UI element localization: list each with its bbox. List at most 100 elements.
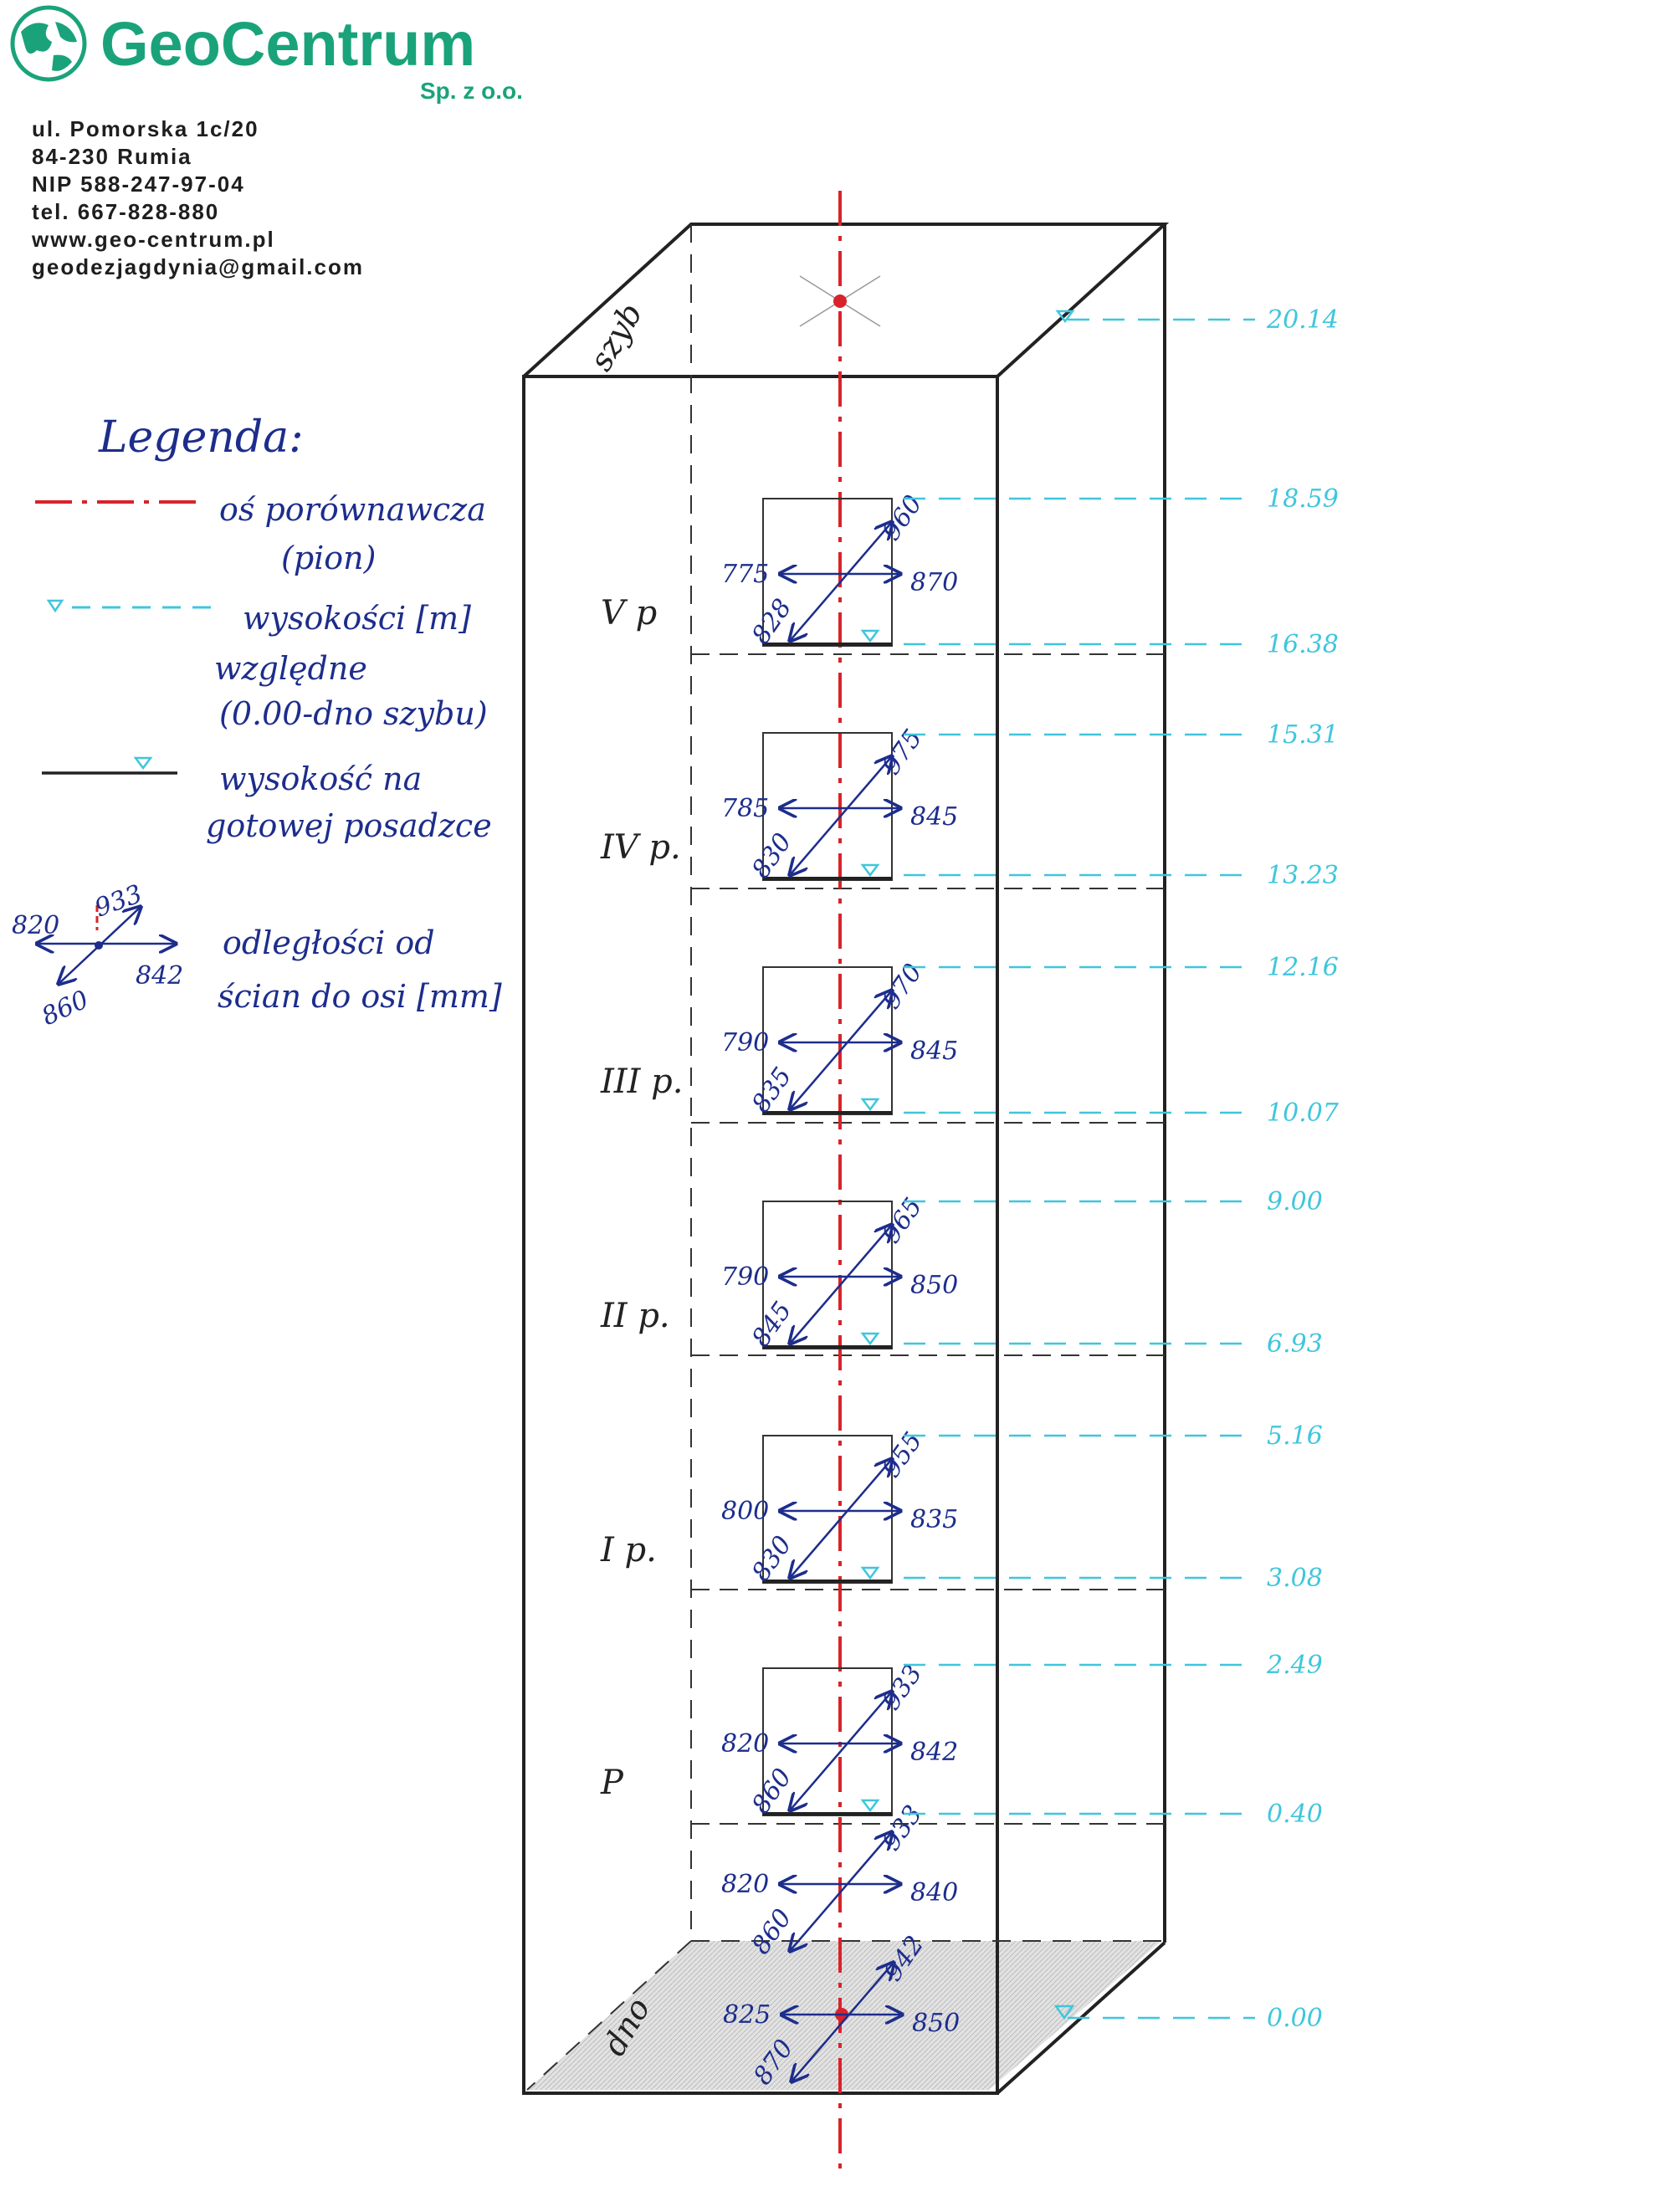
height-marker: 3.08 (904, 1564, 1323, 1593)
floor-5-left-distance: 775 (721, 560, 769, 589)
legend-dist-text-1: odległości od (223, 924, 435, 961)
height-value: 0.40 (1267, 1800, 1323, 1829)
pit-upper-left-distance: 820 (721, 1870, 769, 1899)
floor-4-down-distance: 830 (746, 828, 798, 884)
height-value: 0.00 (1267, 2004, 1323, 2033)
legend-sample-down: 860 (38, 985, 94, 1032)
floor-3-right-distance: 845 (910, 1037, 958, 1066)
height-marker: 13.23 (904, 861, 1339, 890)
floor-2-down-distance: 845 (746, 1297, 798, 1353)
height-value: 12.16 (1267, 953, 1339, 982)
height-marker: 9.00 (904, 1187, 1323, 1216)
floor-ground-diagonal-arrow (790, 1692, 892, 1810)
floor-4-floor-marker-icon (860, 863, 880, 878)
legend-floor-text-2: gotowej posadzce (206, 807, 492, 844)
shaft-top-edges (522, 223, 1170, 378)
legend-sample-right: 842 (136, 961, 183, 991)
address-email: geodezjagdynia@gmail.com (32, 254, 364, 279)
floor-4-diagonal-arrow (790, 756, 892, 875)
floor-4-right-distance: 845 (910, 802, 958, 832)
height-value: 20.14 (1266, 305, 1339, 335)
floor-ground-down-distance: 860 (746, 1764, 798, 1820)
height-value: 16.38 (1267, 630, 1339, 659)
legend-axis-text-2: (pion) (281, 540, 376, 576)
legend-axis-text-1: oś porównawcza (219, 491, 486, 528)
legend-floor-text-1: wysokość na (219, 760, 422, 797)
floor-2-label: II p. (600, 1297, 670, 1335)
height-marker-icon (1055, 310, 1075, 324)
legend-height-symbol (46, 599, 218, 613)
height-value: 18.59 (1267, 484, 1339, 514)
globe-icon (10, 5, 87, 82)
floor-4-left-distance: 785 (721, 794, 769, 823)
legend-dist-text-2: ścian do osi [mm] (218, 978, 502, 1015)
height-marker: 12.16 (904, 953, 1339, 982)
pit-bottom-right-distance: 850 (912, 2009, 960, 2038)
pit-bottom-left-distance: 825 (723, 2000, 771, 2030)
legend-distance-symbol (37, 905, 176, 984)
height-marker: 15.31 (904, 720, 1339, 750)
height-value: 10.07 (1267, 1098, 1340, 1128)
address-phone: tel. 667-828-880 (32, 199, 220, 224)
height-marker: 10.07 (904, 1098, 1340, 1128)
floor-2-right-distance: 850 (910, 1271, 958, 1300)
legend-floor-symbol (42, 756, 177, 775)
company-address: ul. Pomorska 1c/20 84-230 Rumia NIP 588-… (32, 115, 364, 281)
shaft-hidden-edges (526, 224, 1165, 2091)
floor-1-diagonal-arrow (790, 1459, 892, 1578)
floor-5-diagonal-arrow (790, 522, 892, 641)
floor-4-label: IV p. (600, 828, 681, 867)
floor-3-diagonal-arrow (790, 991, 892, 1109)
pit-bottom-diagonal-arrow (792, 1963, 894, 2081)
floor-1-down-distance: 830 (746, 1531, 798, 1587)
floor-5-floor-marker-icon (860, 629, 880, 643)
pit-upper-up-distance: 933 (877, 1800, 929, 1856)
shaft-front-face (522, 375, 999, 2095)
height-marker: 20.14 (1055, 305, 1339, 335)
floor-ground-right-distance: 842 (910, 1738, 958, 1767)
height-value: 9.00 (1267, 1187, 1323, 1216)
height-marker: 16.38 (904, 630, 1339, 659)
company-logo: GeoCentrum Sp. z o.o. (10, 5, 523, 104)
height-value: 3.08 (1267, 1564, 1323, 1593)
floor-5-label: V p (601, 594, 657, 632)
legend: Legenda: oś porównawcza (pion) wysokości… (12, 412, 502, 1032)
height-value: 13.23 (1267, 861, 1339, 890)
height-value: 5.16 (1267, 1421, 1323, 1451)
floor-ground-left-distance: 820 (721, 1729, 769, 1759)
shaft-top-label: szyb (582, 297, 650, 377)
address-nip: NIP 588-247-97-04 (32, 172, 245, 197)
brand-name: GeoCentrum (100, 9, 475, 79)
floor-ground-floor-marker-icon (860, 1799, 880, 1813)
height-value: 6.93 (1267, 1329, 1323, 1359)
height-marker: 0.40 (904, 1800, 1323, 1829)
floor-2-left-distance: 790 (721, 1262, 769, 1292)
brand-suffix: Sp. z o.o. (420, 78, 523, 104)
height-marker: 18.59 (904, 484, 1339, 514)
height-marker: 0.00 (1053, 2004, 1323, 2033)
height-marker-icon (1053, 2005, 1075, 2020)
height-marker: 6.93 (904, 1329, 1323, 1359)
heights-layer: 20.14 18.59 16.38 15.31 13.23 12.16 10.07 9.00 6… (904, 305, 1340, 2033)
floor-1-label: I p. (600, 1531, 657, 1569)
legend-height-text-2: względne (214, 650, 367, 687)
floor-5-down-distance: 828 (746, 594, 798, 650)
legend-title: Legenda: (98, 412, 304, 463)
floor-1-left-distance: 800 (721, 1497, 769, 1526)
legend-height-text-3: (0.00-dno szybu) (219, 695, 488, 732)
legend-sample-left: 820 (12, 911, 59, 940)
pit-upper-diagonal-arrow (790, 1832, 892, 1951)
floor-1-right-distance: 835 (910, 1505, 958, 1534)
floor-ground-label: P (600, 1764, 624, 1802)
address-website: www.geo-centrum.pl (32, 227, 275, 252)
floor-2-floor-marker-icon (860, 1332, 880, 1346)
floor-2-diagonal-arrow (790, 1225, 892, 1344)
